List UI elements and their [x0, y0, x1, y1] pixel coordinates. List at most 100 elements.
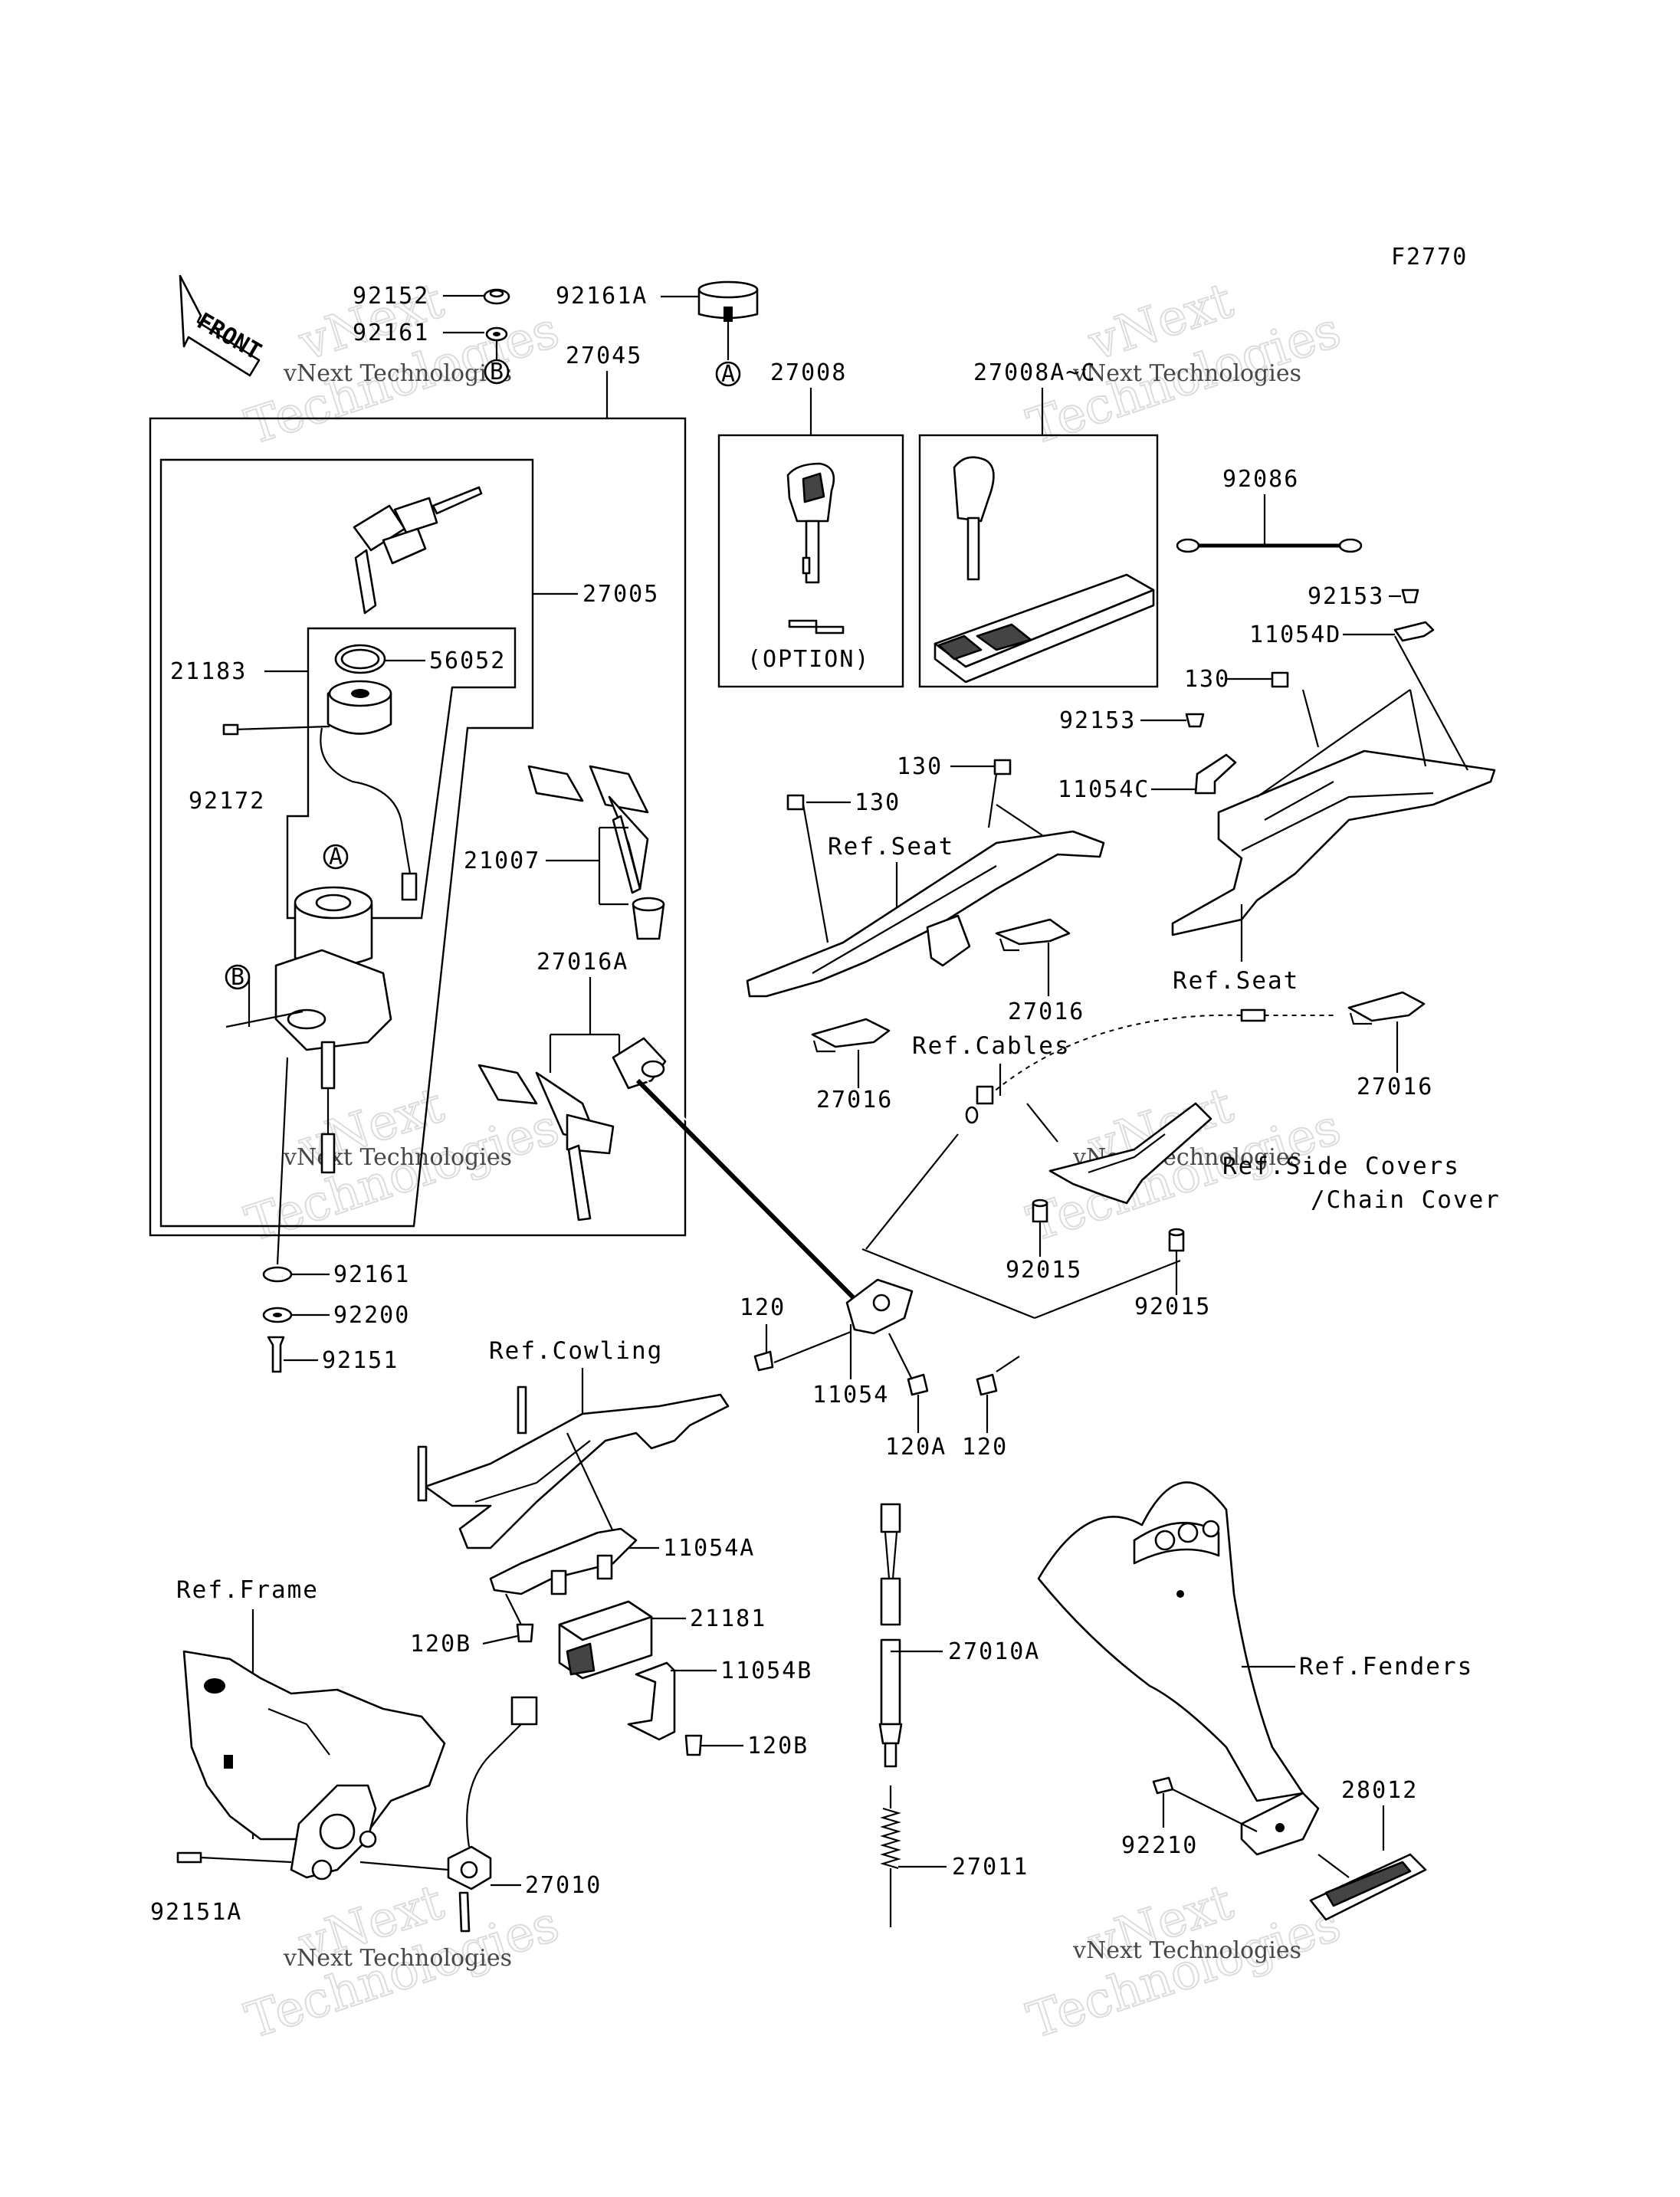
watermark-text: vNext Technologies: [283, 360, 512, 387]
callout-27010A: 27010A: [948, 1638, 1040, 1665]
part-92152: [443, 288, 510, 305]
clip-27016: [1347, 991, 1426, 1025]
callout-120B-b: 120B: [747, 1733, 809, 1759]
callout-92161: 92161: [333, 1261, 410, 1288]
bracket-cowling: [417, 1385, 730, 1549]
spring-27011: [880, 1785, 901, 1927]
bolt-120: [976, 1373, 998, 1396]
callout-11054C: 11054C: [1058, 776, 1150, 803]
ref-seat-2: Ref.Seat: [1173, 967, 1299, 995]
screw-92172: [222, 723, 239, 736]
bolt-130: [993, 759, 1012, 776]
outline-21183: [286, 627, 517, 920]
switch-27010A: [878, 1503, 903, 1768]
circle-a-label: A: [329, 844, 344, 871]
option-label: (OPTION): [747, 646, 871, 673]
circle-a-marker: [323, 844, 349, 870]
box-27008A-C: [918, 434, 1159, 688]
callout-27016-a: 27016: [1008, 998, 1084, 1025]
callout-92151A: 92151A: [150, 1899, 242, 1926]
callout-21183: 21183: [170, 658, 247, 685]
outline-27005: [159, 458, 534, 1228]
circle-a-label: A: [721, 361, 737, 388]
cable-end-icon: [965, 1085, 994, 1124]
callout-27008A-C: 27008A~C: [973, 359, 1097, 386]
callout-92161-top: 92161: [353, 320, 429, 346]
callout-120A: 120A: [885, 1434, 947, 1461]
option-icon: [788, 619, 845, 635]
part-21181-box: [558, 1600, 653, 1680]
circle-b-marker: [484, 359, 510, 385]
callout-11054A: 11054A: [663, 1535, 755, 1562]
screw-92153: [1185, 713, 1205, 728]
callout-92153-b: 92153: [1059, 707, 1136, 734]
callout-27008: 27008: [770, 359, 847, 386]
box-27008: [717, 434, 904, 688]
bracket-11054A: [489, 1527, 638, 1595]
bracket-side-cover: [1048, 1102, 1212, 1205]
bolt-130: [1271, 671, 1289, 688]
bolt-120A: [907, 1373, 929, 1396]
callout-27011: 27011: [952, 1854, 1029, 1881]
callout-92172: 92172: [189, 788, 265, 815]
bracket-center-seat: [746, 830, 1105, 998]
bolt-120B: [684, 1734, 703, 1756]
bolt-120B: [516, 1623, 534, 1643]
callout-130-b: 130: [897, 753, 943, 780]
front-arrow-icon: FRONT: [179, 274, 266, 377]
callout-92200: 92200: [333, 1302, 410, 1329]
circle-b-label: B: [231, 964, 246, 991]
callout-28012: 28012: [1341, 1777, 1418, 1804]
ref-cowling: Ref.Cowling: [489, 1337, 663, 1365]
ref-frame: Ref.Frame: [176, 1576, 319, 1604]
frame-section: [182, 1650, 446, 1856]
circle-b-label: B: [490, 359, 505, 385]
rear-fender: [1037, 1481, 1320, 1856]
bolt-120: [753, 1350, 774, 1372]
watermark-text: vNext Technologies: [1072, 360, 1301, 387]
callout-56052: 56052: [429, 648, 506, 674]
callout-92210: 92210: [1121, 1832, 1198, 1859]
bracket-11054B: [627, 1661, 676, 1741]
screw-92153: [1401, 589, 1419, 604]
watermark-text: vNext Technologies: [283, 1144, 512, 1171]
part-92086-wire: [1176, 538, 1363, 553]
key-pair-icon: [527, 765, 649, 894]
callout-11054B: 11054B: [720, 1658, 812, 1684]
reflector-28012: [1309, 1853, 1427, 1921]
callout-92161A: 92161A: [556, 283, 648, 310]
part-11054D: [1393, 621, 1435, 642]
clip-27016: [811, 1018, 891, 1053]
callout-120-a: 120: [740, 1294, 786, 1321]
callout-92151: 92151: [322, 1347, 399, 1374]
ref-chain-cover: /Chain Cover: [1311, 1186, 1501, 1214]
ref-fenders: Ref.Fenders: [1299, 1653, 1473, 1681]
washer-92161: [262, 1266, 293, 1283]
callout-130-c: 130: [855, 789, 901, 816]
callout-11054D: 11054D: [1249, 621, 1341, 648]
nut-92210: [1152, 1776, 1174, 1795]
callout-120B-a: 120B: [410, 1631, 471, 1658]
callout-92152: 92152: [353, 283, 429, 310]
callout-27010: 27010: [525, 1872, 602, 1899]
part-21183-switch: [320, 680, 418, 901]
watermark-text: vNext Technologies: [283, 1945, 512, 1972]
bolt-130: [786, 794, 805, 811]
key-pair-icon: [353, 486, 483, 615]
ref-side-covers: Ref.Side Covers: [1222, 1153, 1460, 1180]
bolt-92151A: [176, 1851, 202, 1864]
ref-cables: Ref.Cables: [912, 1032, 1071, 1060]
callout-27016-c: 27016: [1357, 1074, 1433, 1100]
callout-21181: 21181: [690, 1605, 766, 1632]
callout-92086: 92086: [1222, 466, 1299, 493]
part-92161A: [697, 280, 759, 322]
callout-92015-b: 92015: [1134, 1294, 1211, 1320]
circle-a-marker: [715, 361, 741, 387]
callout-130-a: 130: [1184, 666, 1230, 693]
key-icon: [786, 462, 835, 584]
ref-seat-1: Ref.Seat: [828, 833, 954, 861]
callout-27016-b: 27016: [816, 1087, 893, 1113]
sensor-27010: [447, 1696, 538, 1933]
callout-27045: 27045: [566, 343, 642, 369]
